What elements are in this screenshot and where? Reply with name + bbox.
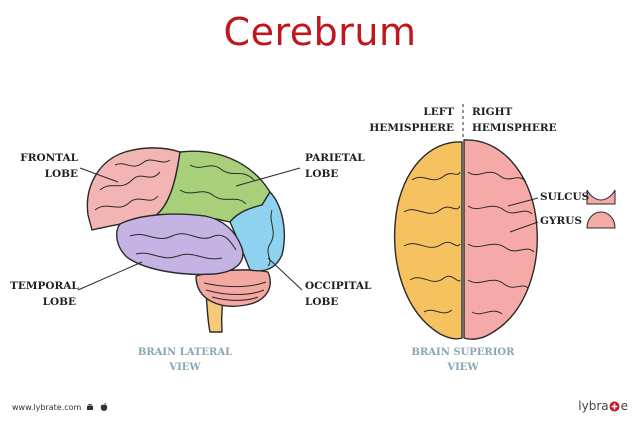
lateral-brain — [87, 148, 284, 332]
right-hemisphere — [464, 140, 537, 339]
android-icon[interactable] — [85, 402, 95, 412]
gyrus-label: GYRUS — [540, 213, 582, 229]
brand-logo-icon — [609, 401, 620, 412]
sulcus-label: SULCUS — [540, 189, 589, 205]
sulcus-icon — [587, 190, 615, 204]
temporal-lobe — [117, 214, 243, 274]
left-hemisphere — [395, 142, 462, 339]
footer-links: www.lybrate.com — [12, 402, 109, 412]
website-link[interactable]: www.lybrate.com — [12, 403, 81, 412]
superior-brain — [395, 140, 538, 339]
gyrus-icon — [587, 212, 615, 228]
brand-logo: lybra e — [578, 399, 628, 413]
apple-icon[interactable] — [99, 402, 109, 412]
